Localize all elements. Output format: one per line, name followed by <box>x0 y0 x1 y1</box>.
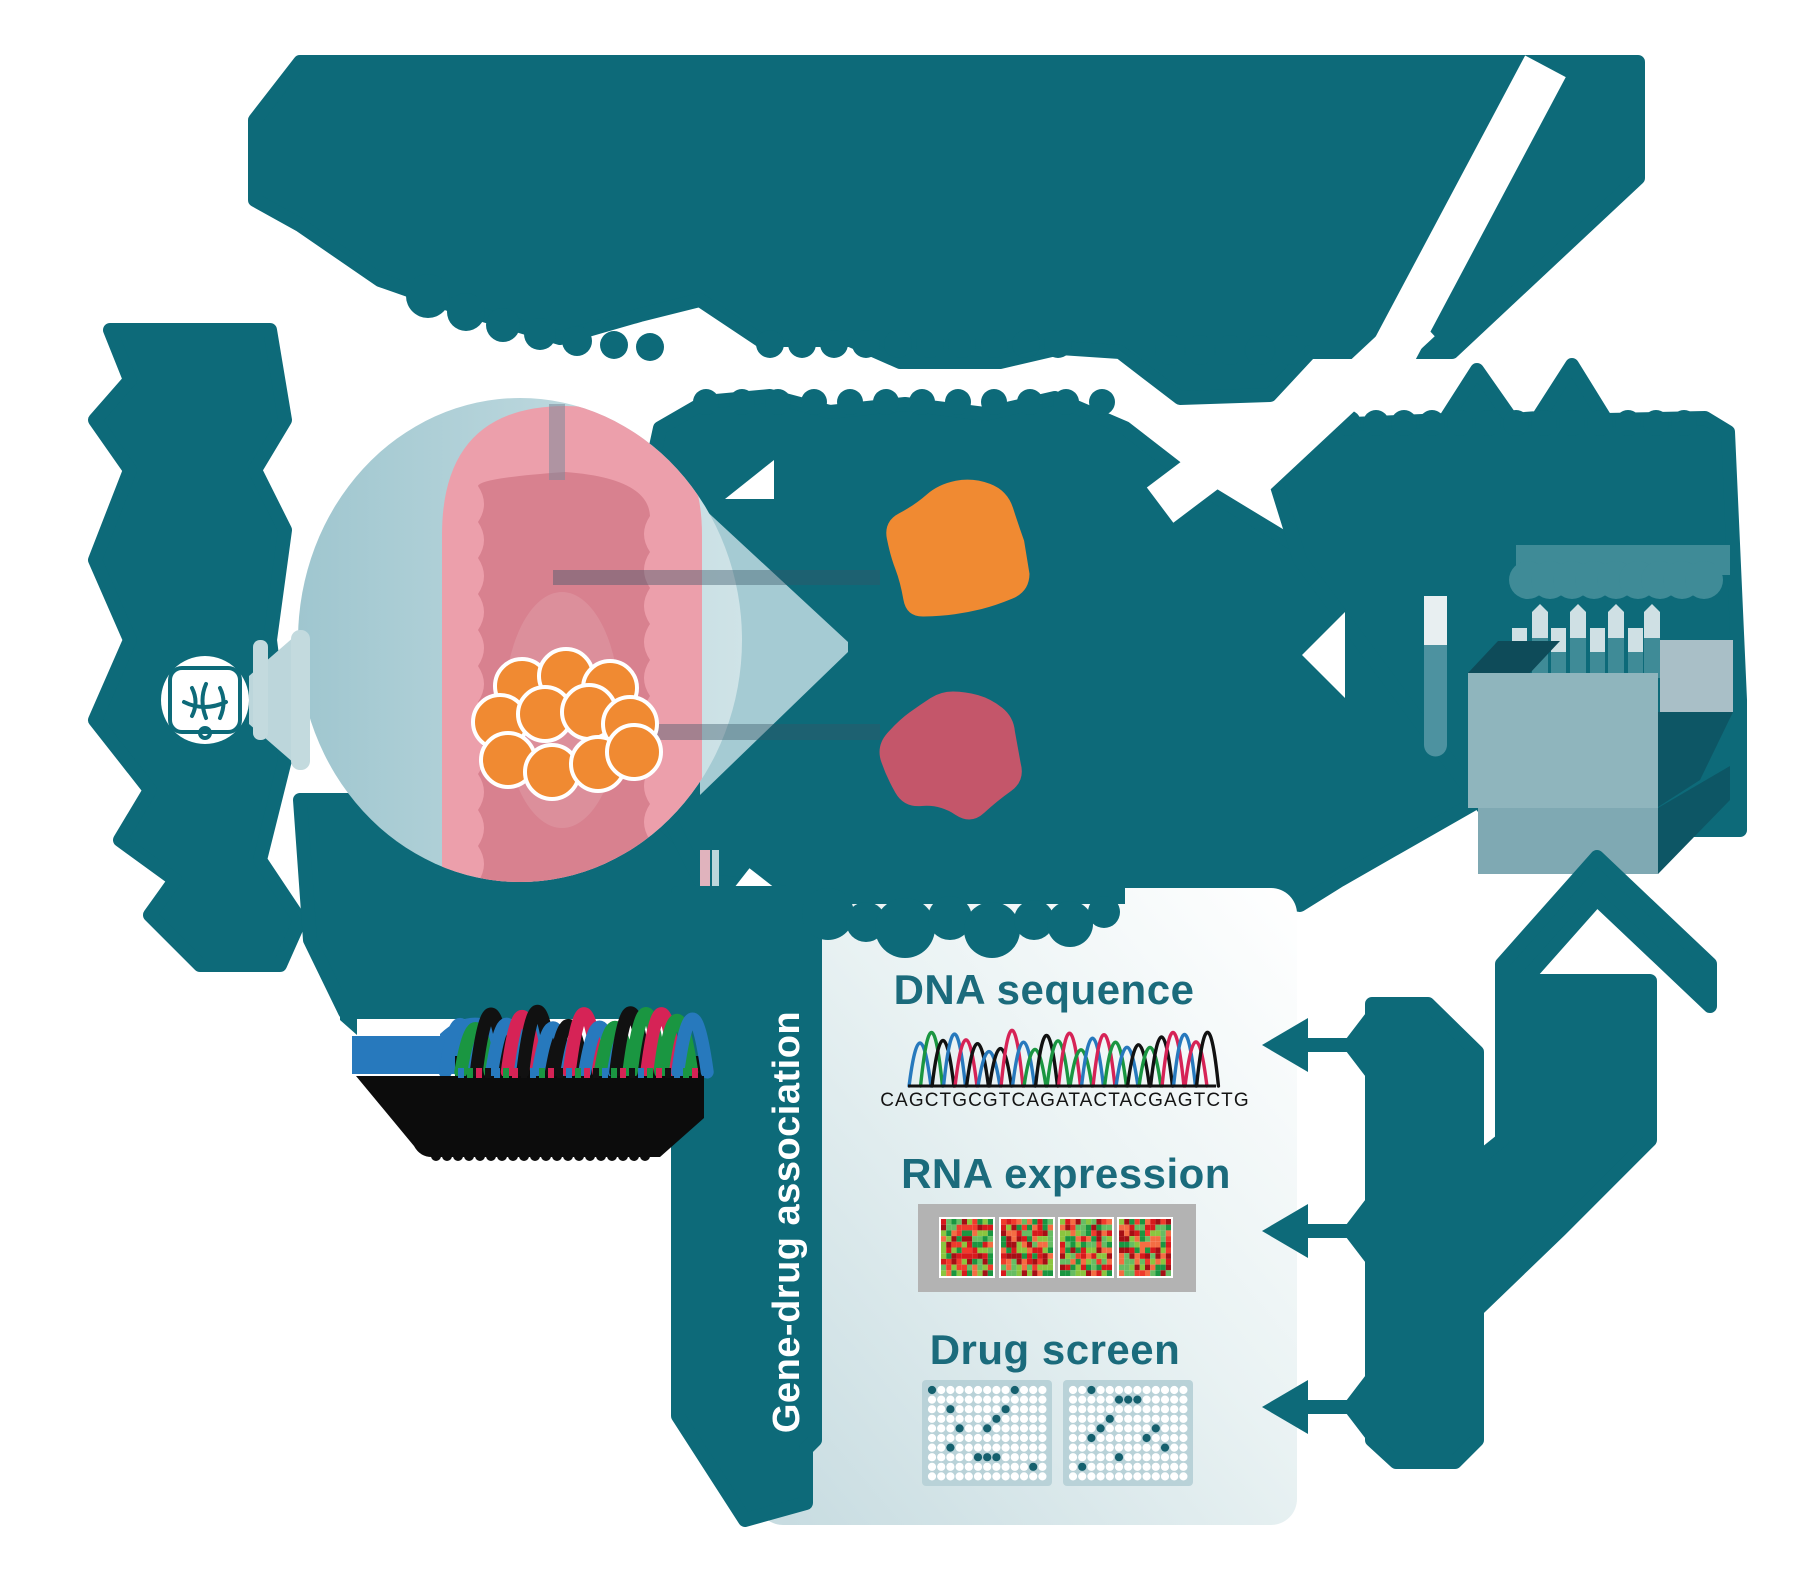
letterform-bumps <box>693 389 1115 415</box>
letterform-bumps <box>756 330 1072 358</box>
oversized-basecall-text-mass <box>356 1076 704 1157</box>
letterform-bumps <box>406 274 664 361</box>
gene-drug-association-label: Gene-drug association <box>766 1010 808 1434</box>
white-slash-cutouts <box>681 55 1566 976</box>
heatmap-tile <box>1117 1217 1173 1278</box>
intestine-glyph <box>168 666 242 740</box>
letterform-bumps <box>431 1151 650 1161</box>
drug-screen-heading: Drug screen <box>929 1326 1181 1373</box>
leader-line-normal <box>553 570 880 585</box>
tumor-zoom-lens <box>249 398 880 882</box>
test-tube-icon <box>1424 596 1447 757</box>
arrow-left-icon <box>1262 1018 1362 1072</box>
letterform-bumps <box>802 888 1120 958</box>
tumor-organoid-icon <box>879 691 1022 820</box>
normal-organoid-icon <box>886 479 1030 617</box>
heatmap-tile <box>939 1217 995 1278</box>
well-plate <box>922 1380 1052 1486</box>
tumor-cells-icon <box>471 647 663 801</box>
dna-chromatogram <box>907 1029 1221 1088</box>
drug-screen-plates <box>922 1380 1193 1486</box>
heatmap-tile <box>999 1217 1055 1278</box>
arrow-left-icon <box>1262 1204 1362 1258</box>
well-plate <box>1063 1380 1193 1486</box>
rna-expression-heading: RNA expression <box>901 1150 1231 1197</box>
zoom-cone <box>700 505 848 795</box>
rack-box <box>1468 673 1658 808</box>
arrow-left-icon <box>1262 1380 1362 1434</box>
organoids <box>879 479 1030 820</box>
gene-drug-association-bar <box>671 886 822 1527</box>
intestine-icon <box>161 630 310 770</box>
biobank-rack-icon <box>1424 545 1733 874</box>
letterform-bumps <box>1155 335 1305 365</box>
readout-panel <box>671 858 1297 1527</box>
heatmap-tile <box>1058 1217 1114 1278</box>
sequence-read-text: CAGCTGCGTCAGATACTACGAGTCTG <box>880 1090 1250 1111</box>
letterform-bumps <box>1509 561 1723 599</box>
white-notch-arrowhead <box>1302 612 1345 698</box>
oversized-chromatogram-fragment <box>340 990 714 1161</box>
flow-arrows <box>1262 850 1717 1469</box>
rna-heatmap-strip <box>918 1204 1196 1292</box>
leader-line-tumor <box>598 724 880 740</box>
rack-tubes <box>1512 604 1660 678</box>
dna-sequence-heading: DNA sequence <box>893 966 1195 1013</box>
